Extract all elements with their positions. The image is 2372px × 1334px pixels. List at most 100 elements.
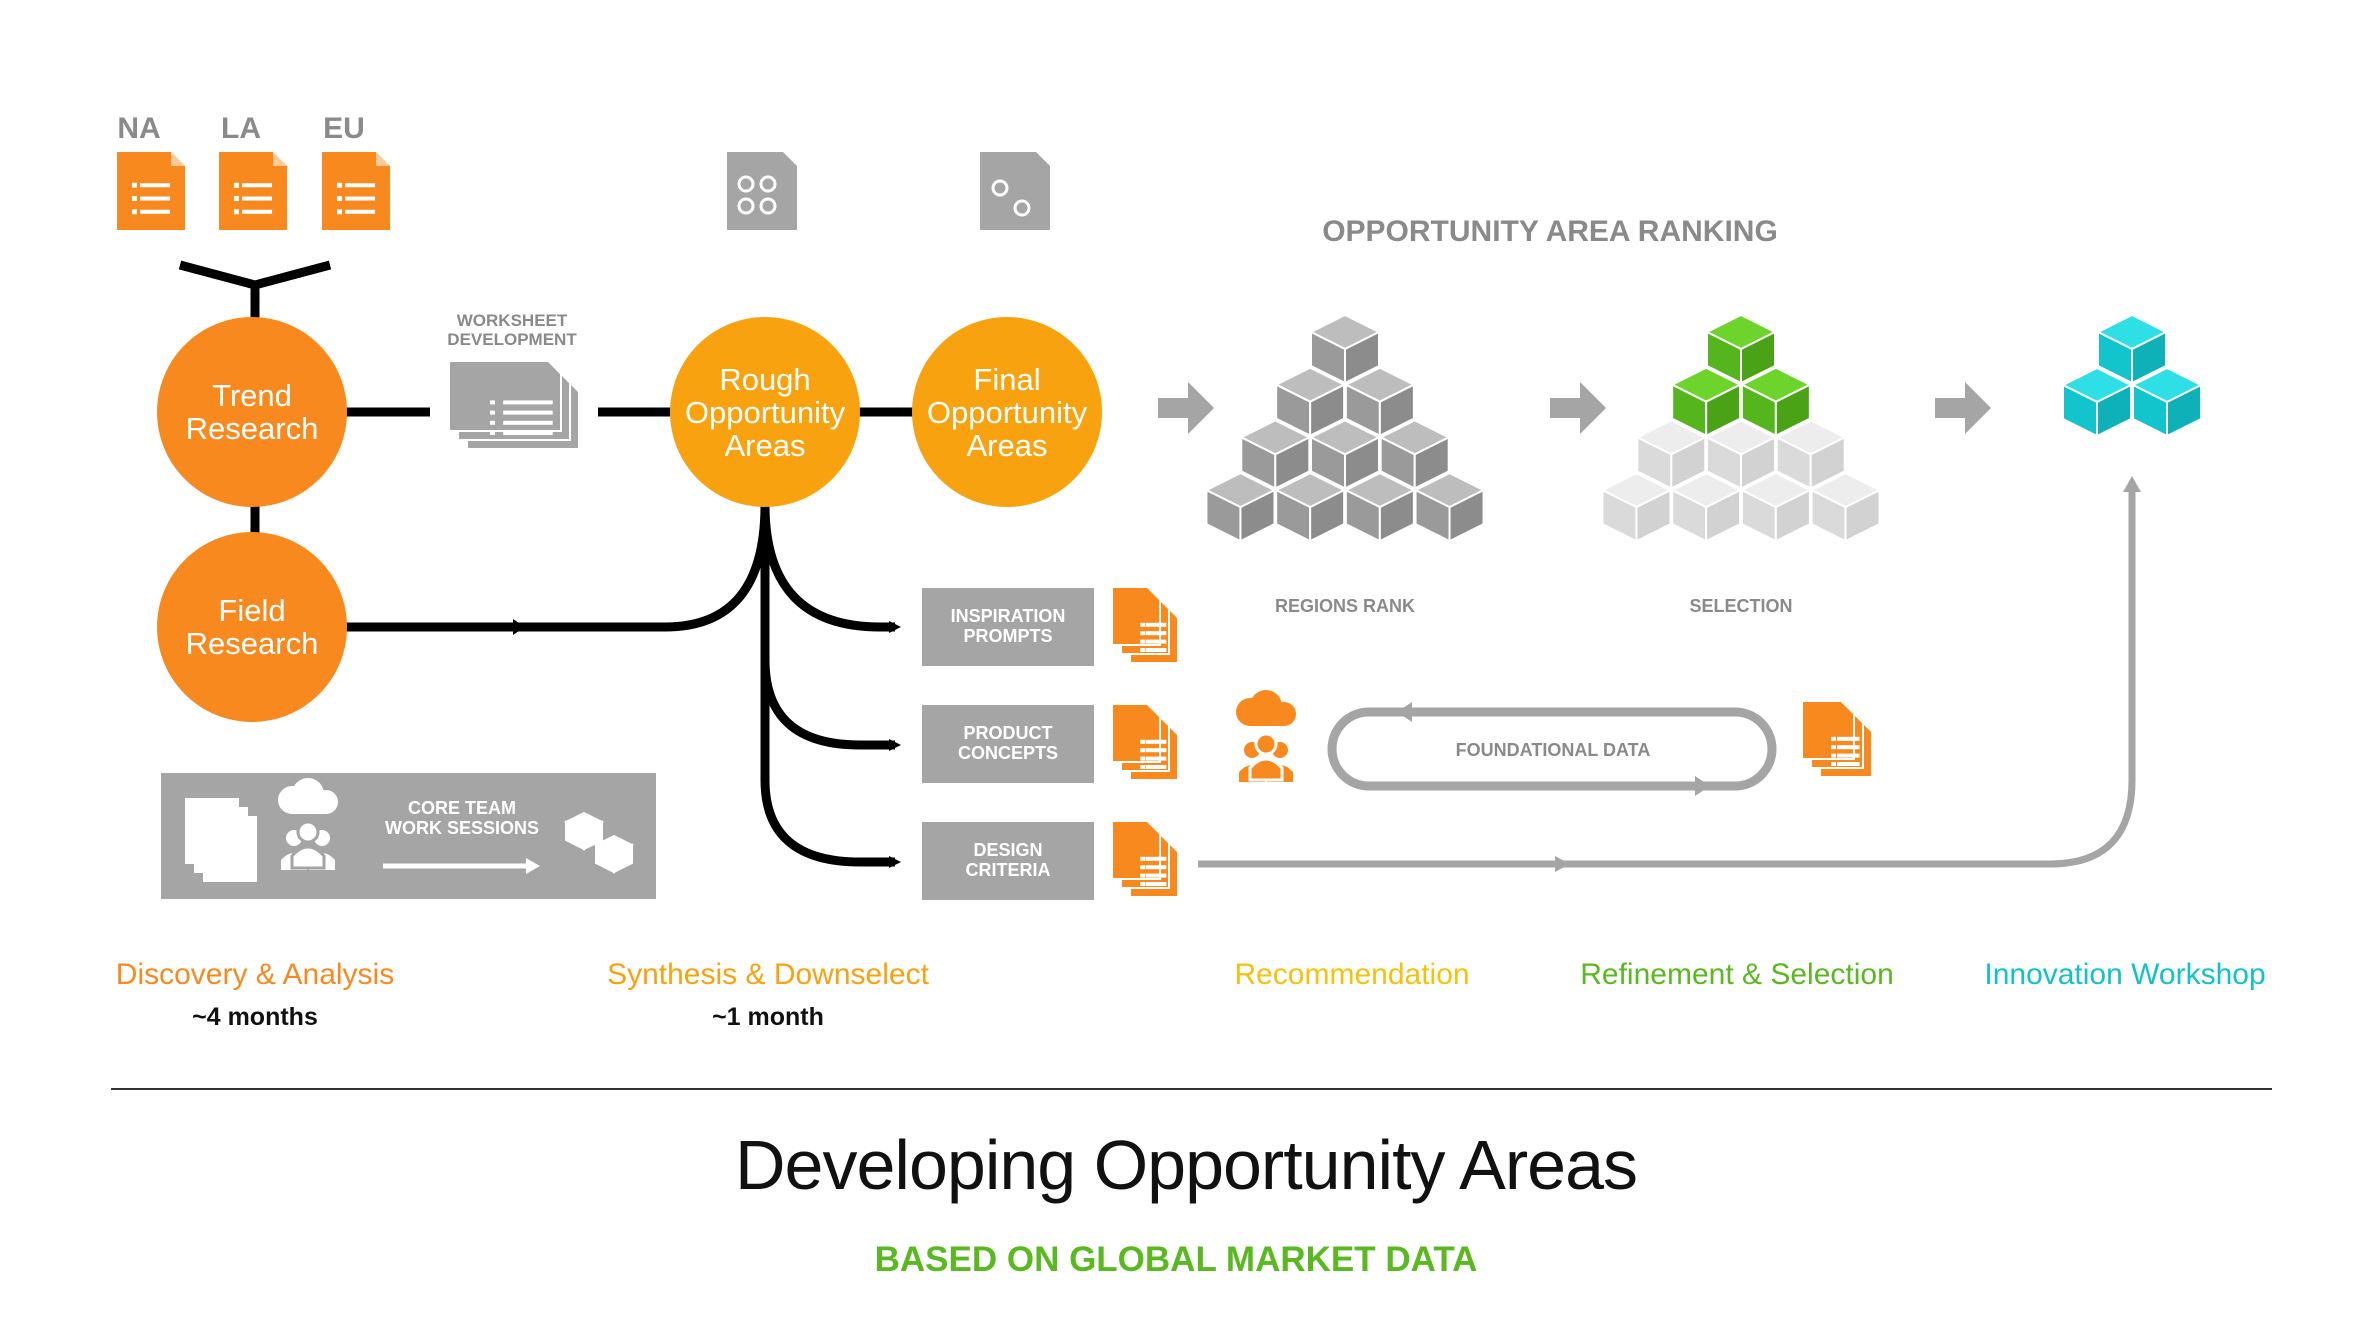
doc-body [980, 152, 1050, 230]
core-team-cube [563, 811, 605, 851]
workshop-cube [2130, 366, 2204, 438]
phase-synthesis-label: Synthesis & Downselect [607, 958, 929, 991]
list-bullet [1140, 648, 1146, 652]
cube-right [1309, 383, 1346, 438]
cube-right [1705, 383, 1742, 438]
list-line [1145, 639, 1167, 644]
pyramid-cube [1739, 471, 1813, 543]
arrowhead-design [1555, 856, 1570, 872]
list-line [1145, 622, 1167, 627]
foundational-arrowhead-left [1397, 702, 1412, 722]
grid-mark [737, 197, 755, 215]
phase-discovery-label: Discovery & Analysis [115, 958, 395, 991]
list-line [1145, 865, 1167, 870]
list-line [221, 845, 244, 850]
list-line [1145, 765, 1167, 769]
workshop-cube [2060, 366, 2134, 438]
list-bullet [336, 182, 342, 188]
list-line [1145, 648, 1167, 652]
list-bullet [490, 410, 495, 415]
list-line [1145, 756, 1167, 761]
final-areas-circle [912, 317, 1102, 507]
cube-right [1344, 330, 1380, 385]
connector-rough-design [760, 505, 901, 868]
divider-line [111, 1088, 2272, 1090]
selection-label: SELECTION [1689, 596, 1792, 616]
grid-mark [737, 175, 755, 193]
list-bullet [490, 420, 495, 425]
list-line [140, 183, 171, 188]
list-bullet [490, 400, 495, 405]
filter-mark [1013, 199, 1031, 217]
list-bullet [1140, 882, 1146, 886]
cube-right [1809, 435, 1846, 491]
region-doc-icon [219, 152, 287, 230]
list-line [1145, 882, 1167, 886]
page-subtitle: BASED ON GLOBAL MARKET DATA [874, 1240, 1478, 1279]
foundational-label: FOUNDATIONAL DATA [1456, 740, 1651, 760]
list-line [1837, 736, 1860, 741]
list-line [345, 209, 376, 214]
region-label-eu: EU [323, 112, 365, 145]
pyramid-cube [1204, 471, 1277, 543]
cube-right [1740, 435, 1776, 491]
foundational-loop [1327, 707, 1777, 791]
list-line [1145, 631, 1167, 636]
list-line [140, 209, 171, 214]
doc-sheet [1803, 702, 1853, 758]
design-criteria-box [922, 822, 1094, 900]
grid-mark [759, 197, 777, 215]
list-line [1145, 748, 1167, 753]
phase-synthesis-duration: ~1 month [712, 1003, 824, 1031]
list-bullet [1140, 739, 1146, 744]
rough-areas-circle [670, 317, 860, 507]
list-bullet [1831, 762, 1836, 766]
foundational-people-icon [1236, 690, 1296, 782]
cube-right [1705, 488, 1742, 543]
core-team-doc-icon [185, 798, 257, 882]
list-bullet [1831, 736, 1836, 741]
page-title: Developing Opportunity Areas [735, 1126, 1638, 1204]
cube-right [583, 820, 603, 851]
product-concepts-doc-icon [1111, 703, 1179, 781]
pyramid-cube [1704, 419, 1778, 491]
phase-recommendation-label: Recommendation [1234, 958, 1470, 991]
list-line [503, 431, 553, 435]
workshop-cube [2095, 313, 2169, 385]
list-bullet [1140, 856, 1146, 861]
list-line [1145, 739, 1167, 744]
list-line [221, 836, 244, 841]
pyramid-cube [1704, 313, 1778, 385]
list-bullet [1140, 865, 1146, 870]
pyramid-cube [1809, 471, 1882, 543]
phase-discovery-duration: ~4 months [192, 1003, 318, 1031]
worksheet-doc-stack [448, 360, 580, 450]
cube-right [1740, 330, 1776, 385]
pyramid-cube [1308, 313, 1382, 385]
doc-fold [273, 152, 287, 166]
phase-refinement-label: Refinement & Selection [1580, 958, 1894, 991]
pyramid-cube [1343, 471, 1417, 543]
pyramid-cube [1273, 471, 1347, 543]
regions-rank-label: REGIONS RANK [1275, 596, 1415, 616]
cube-right [1378, 488, 1415, 543]
person-body [1248, 757, 1284, 782]
list-bullet [131, 209, 137, 215]
trend-research-circle [157, 317, 347, 507]
pyramid-cube [1413, 471, 1486, 543]
list-bullet [215, 855, 220, 860]
phase-innovation-label: Innovation Workshop [1984, 958, 2266, 991]
list-bullet [1831, 753, 1836, 758]
list-bullet [131, 196, 137, 202]
cube-right [1774, 488, 1811, 543]
ranking-title: OPPORTUNITY AREA RANKING [1322, 215, 1778, 248]
doc-sheet [187, 800, 237, 862]
cube-right [2131, 330, 2167, 385]
cloud-base [286, 800, 330, 814]
